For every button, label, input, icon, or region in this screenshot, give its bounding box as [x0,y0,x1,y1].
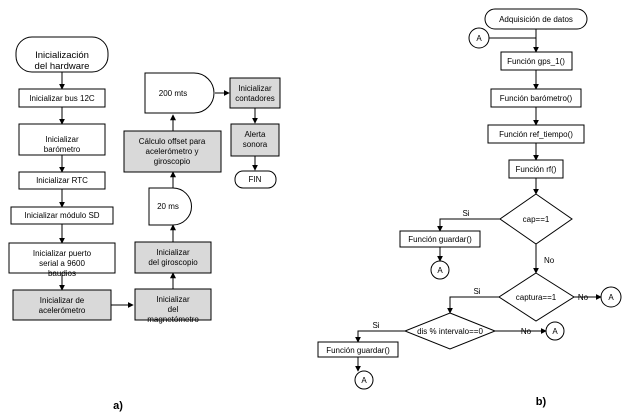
node-func-rf-text: Función rf() [516,165,557,174]
node-end-text: FIN [249,175,262,184]
connector-a-captura-text: A [608,293,614,302]
node-end: FIN [234,170,277,189]
node-func-guardar-2-text: Función guardar() [326,346,390,355]
label-si-cap: Si [462,209,469,218]
node-func-gps: Función gps_1() [500,51,573,71]
node-start-adquisicion-text: Adquisición de datos [499,15,573,24]
node-init-bus-text: Inicializar bus 12C [29,94,95,103]
node-func-rf: Función rf() [508,159,564,179]
decision-captura: captura==1 [498,272,575,322]
label-si-captura: Si [473,287,480,296]
delay-20ms: 20 ms [148,187,192,226]
decision-cap: cap==1 [499,193,573,245]
node-init-bus: Inicializar bus 12C [18,88,106,108]
node-func-guardar-1: Función guardar() [399,230,481,248]
node-init-rtc: Inicializar RTC [18,171,106,190]
connector-a-guardar2: A [354,370,374,390]
node-init-rtc-text: Inicializar RTC [36,176,88,185]
node-func-barometro-text: Función barómetro() [500,94,573,103]
connector-a-top-text: A [476,34,482,43]
node-func-guardar-2: Función guardar() [317,341,399,358]
decision-cap-text: cap==1 [523,215,550,224]
node-func-gps-text: Función gps_1() [507,57,565,66]
connector-a-top: A [468,27,490,49]
delay-200mts-text: 200 mts [159,89,187,98]
connector-a-guardar1: A [430,260,450,280]
connector-a-captura: A [600,286,622,308]
label-no-captura: No [578,293,589,302]
decision-dis-intervalo-text: dis % intervalo==0 [417,327,483,336]
label-no-cap: No [544,256,555,265]
caption-a: a) [113,400,123,412]
decision-dis-intervalo: dis % intervalo==0 [403,312,497,350]
diagram-b: Adquisición de datos A Función gps_1() F… [317,8,622,408]
node-init-sd-text: Inicializar módulo SD [24,211,99,220]
caption-b: b) [536,396,547,408]
node-func-guardar-1-text: Función guardar() [408,235,472,244]
connector-a-guardar2-text: A [361,376,367,385]
delay-200mts: 200 mts [144,72,215,114]
label-no-dis: No [521,327,532,336]
node-func-reftiempo: Función ref_tiempo() [487,124,585,144]
node-func-reftiempo-text: Función ref_tiempo() [499,130,573,139]
delay-20ms-text: 20 ms [157,202,179,211]
diagram-b-connectors [355,29,602,372]
label-si-dis: Si [372,321,379,330]
connector-a-guardar1-text: A [437,266,443,275]
node-init-sd: Inicializar módulo SD [10,206,114,225]
diagram-a-connectors [59,72,258,308]
node-start-adquisicion: Adquisición de datos [484,8,588,30]
decision-captura-text: captura==1 [516,293,557,302]
node-func-barometro: Función barómetro() [490,88,582,108]
connector-a-dis-text: A [552,327,558,336]
connector-a-dis: A [545,321,565,341]
